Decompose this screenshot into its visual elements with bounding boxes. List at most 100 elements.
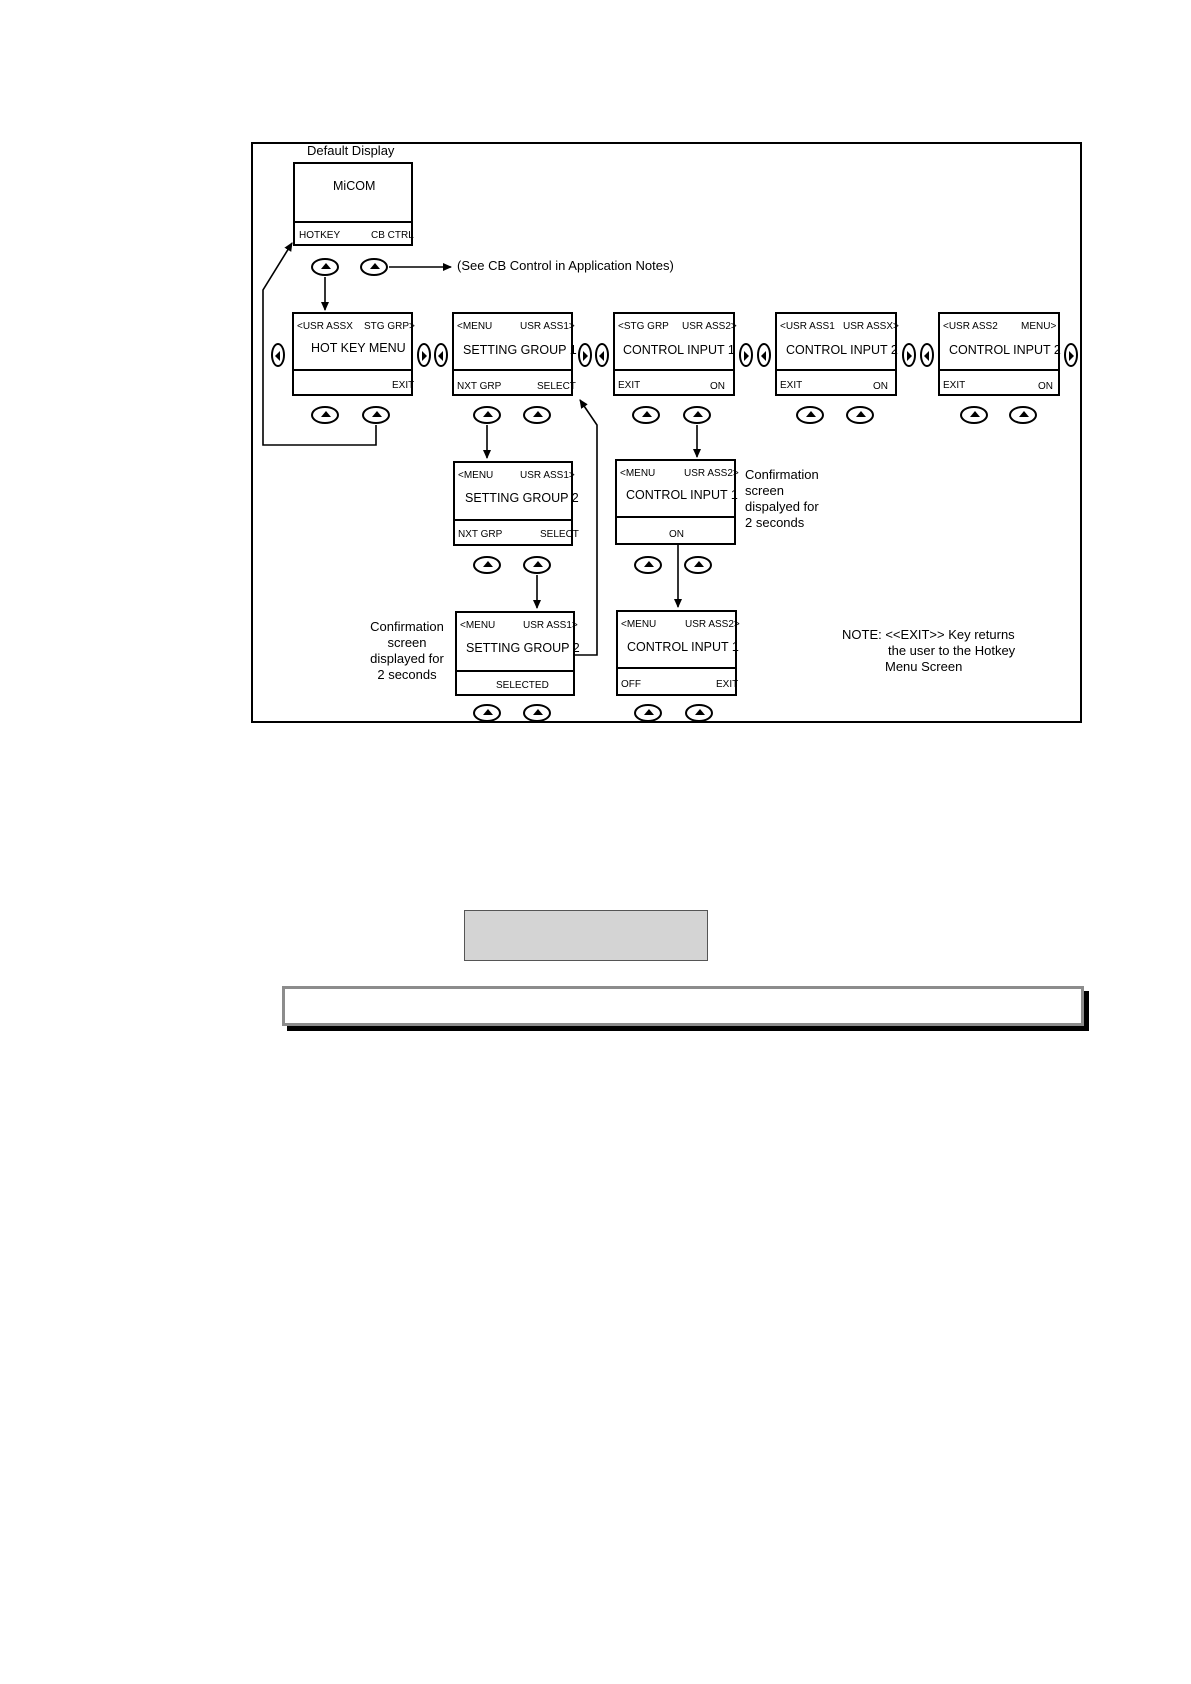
lcd-control-input-1-on: <MENU USR ASS2> CONTROL INPUT 1 ON xyxy=(615,459,739,545)
left-nav-key[interactable] xyxy=(595,343,609,367)
diagram-frame xyxy=(251,142,1082,723)
note-line: displayed for xyxy=(370,651,444,666)
connector-arrows xyxy=(262,242,701,656)
lcd-title: SETTING GROUP 2 xyxy=(465,491,579,505)
left-nav-key[interactable] xyxy=(757,343,771,367)
left-nav-key[interactable] xyxy=(434,343,448,367)
softkey-right-button[interactable] xyxy=(523,704,551,722)
lcd-softkey-right: SELECT xyxy=(537,381,576,392)
lcd-hot-key-menu: <USR ASSX STG GRP> HOT KEY MENU EXIT xyxy=(292,312,415,396)
lcd-title: HOT KEY MENU xyxy=(311,341,406,355)
lcd-top-right: USR ASS2> xyxy=(684,468,739,479)
note-line: Confirmation xyxy=(370,619,444,634)
lcd-softkey-left: NXT GRP xyxy=(458,529,503,540)
lcd-title: CONTROL INPUT 1 xyxy=(623,343,735,357)
lcd-top-right: USR ASS2> xyxy=(685,619,740,630)
lcd-top-right: USR ASSX> xyxy=(843,321,899,332)
on-button[interactable] xyxy=(1009,406,1037,424)
softkey-left-button[interactable] xyxy=(473,704,501,722)
right-nav-key[interactable] xyxy=(417,343,431,367)
lcd-title: CONTROL INPUT 2 xyxy=(949,343,1061,357)
lcd-top-right: USR ASS1> xyxy=(520,321,575,332)
lcd-divider xyxy=(617,516,734,518)
exit-button[interactable] xyxy=(362,406,390,424)
note-line: screen xyxy=(387,635,427,650)
lcd-softkey-left: NXT GRP xyxy=(457,381,502,392)
confirmation-note-right: Confirmation screen dispalyed for 2 seco… xyxy=(745,467,819,531)
right-nav-key[interactable] xyxy=(1064,343,1078,367)
grey-placeholder-box xyxy=(464,910,708,961)
on-button[interactable] xyxy=(846,406,874,424)
lcd-divider xyxy=(777,369,895,371)
lcd-top-right: USR ASS2> xyxy=(682,321,737,332)
lcd-softkey-left: OFF xyxy=(621,679,641,690)
lcd-setting-group-1: <MENU USR ASS1> SETTING GROUP 1 NXT GRP … xyxy=(452,312,577,396)
note-line: Confirmation xyxy=(745,467,819,482)
lcd-divider xyxy=(294,369,411,371)
lcd-divider xyxy=(454,369,571,371)
exit-key-note: NOTE: <<EXIT>> Key returns the user to t… xyxy=(842,627,1015,675)
note-line: Menu Screen xyxy=(885,659,963,674)
lcd-softkey-left: EXIT xyxy=(943,380,966,391)
select-button[interactable] xyxy=(523,406,551,424)
lcd-top-left: <MENU xyxy=(621,619,657,630)
right-nav-key[interactable] xyxy=(739,343,753,367)
softkey-right-button[interactable] xyxy=(684,556,712,574)
softkey-left-button[interactable] xyxy=(634,556,662,574)
right-nav-key[interactable] xyxy=(902,343,916,367)
select-button[interactable] xyxy=(523,556,551,574)
lcd-title: SETTING GROUP 1 xyxy=(463,343,577,357)
lcd-divider xyxy=(618,667,735,669)
note-line: dispalyed for xyxy=(745,499,819,514)
lcd-top-right: STG GRP> xyxy=(364,321,415,332)
lcd-softkey-right: ON xyxy=(1038,381,1053,392)
exit-button[interactable] xyxy=(685,704,713,722)
shadow-bar xyxy=(282,986,1084,1026)
lcd-control-input-1: <STG GRP USR ASS2> CONTROL INPUT 1 EXIT … xyxy=(613,312,737,396)
lcd-softkey-right: CB CTRL xyxy=(371,230,414,241)
exit-button[interactable] xyxy=(796,406,824,424)
lcd-softkey-right: ON xyxy=(873,381,888,392)
exit-button[interactable] xyxy=(960,406,988,424)
next-group-button[interactable] xyxy=(473,406,501,424)
note-line: 2 seconds xyxy=(377,667,437,682)
lcd-title: CONTROL INPUT 1 xyxy=(626,488,738,502)
lcd-control-input-2-alt: <USR ASS2 MENU> CONTROL INPUT 2 EXIT ON xyxy=(938,312,1061,396)
lcd-default-display: MiCOM HOTKEY CB CTRL xyxy=(293,162,414,246)
lcd-top-right: USR ASS1> xyxy=(520,470,575,481)
confirmation-note-left: Confirmation screen displayed for 2 seco… xyxy=(368,619,446,683)
note-line: 2 seconds xyxy=(745,515,805,530)
lcd-top-left: <MENU xyxy=(457,321,493,332)
lcd-top-left: <USR ASS1 xyxy=(780,321,835,332)
arrow-selected-back-to-setting-group-1 xyxy=(575,399,598,656)
right-nav-key[interactable] xyxy=(578,343,592,367)
exit-button[interactable] xyxy=(632,406,660,424)
on-button[interactable] xyxy=(683,406,711,424)
lcd-status: SELECTED xyxy=(496,680,549,691)
lcd-divider xyxy=(615,369,733,371)
lcd-softkey-right: SELECT xyxy=(540,529,579,540)
lcd-divider xyxy=(295,221,411,223)
lcd-divider xyxy=(940,369,1058,371)
lcd-top-right: MENU> xyxy=(1021,321,1057,332)
note-line: the user to the Hotkey xyxy=(888,643,1016,658)
next-group-button[interactable] xyxy=(473,556,501,574)
lcd-softkey-left: EXIT xyxy=(618,380,641,391)
cb-control-note: (See CB Control in Application Notes) xyxy=(457,258,674,273)
left-nav-key[interactable] xyxy=(271,343,285,367)
left-nav-key[interactable] xyxy=(920,343,934,367)
lcd-top-left: <MENU xyxy=(620,468,656,479)
cb-ctrl-button[interactable] xyxy=(360,258,388,276)
lcd-top-right: USR ASS1> xyxy=(523,620,578,631)
lcd-setting-group-2: <MENU USR ASS1> SETTING GROUP 2 NXT GRP … xyxy=(453,461,579,546)
note-line: NOTE: <<EXIT>> Key returns xyxy=(842,627,1015,642)
lcd-softkey-right: ON xyxy=(710,381,725,392)
softkey-left-button[interactable] xyxy=(311,406,339,424)
lcd-title: CONTROL INPUT 1 xyxy=(627,640,739,654)
off-button[interactable] xyxy=(634,704,662,722)
lcd-top-left: <MENU xyxy=(458,470,494,481)
lcd-top-left: <USR ASSX xyxy=(297,321,353,332)
default-display-heading: Default Display xyxy=(307,143,395,158)
lcd-softkey-right: EXIT xyxy=(716,679,739,690)
hotkey-button[interactable] xyxy=(311,258,339,276)
